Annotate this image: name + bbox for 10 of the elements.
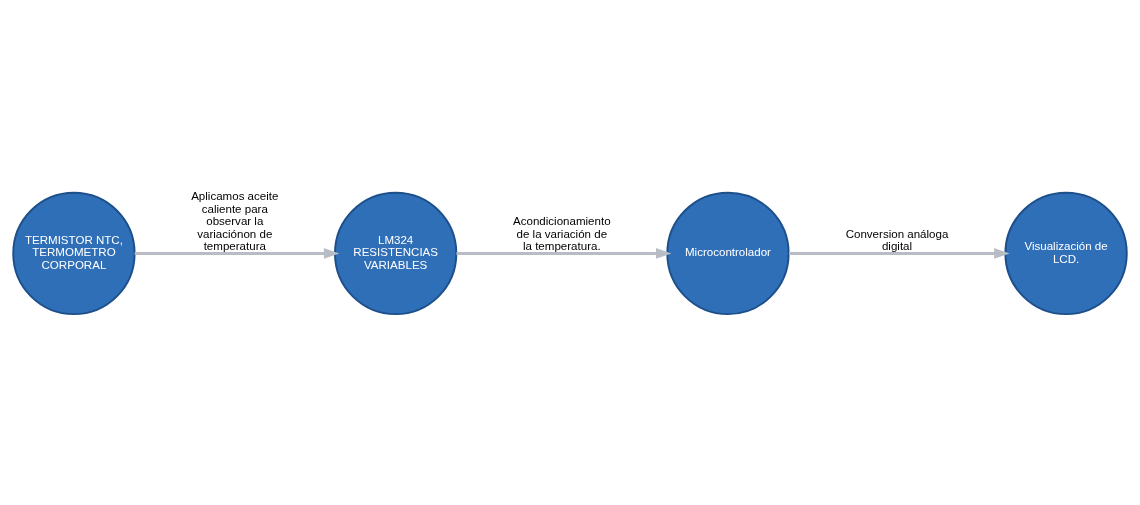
arrow	[456, 248, 672, 259]
edge-label: Aplicamos aceite caliente para observar la variaciónon de temperatura	[191, 190, 279, 253]
node-circle: Microcontrolador	[666, 191, 790, 316]
node-circle: Visualización de LCD.	[1004, 191, 1128, 316]
edge-label: Conversion análoga digital	[845, 227, 949, 253]
edge-label: Acondicionamiento de la variación de la temperatura.	[513, 215, 611, 253]
arrow	[134, 248, 340, 259]
node-circle: LM324 RESISTENCIAS VARIABLES	[334, 191, 458, 316]
arrow	[789, 248, 1010, 259]
node-circle: TERMISTOR NTC, TERMOMETRO CORPORAL	[12, 191, 136, 316]
